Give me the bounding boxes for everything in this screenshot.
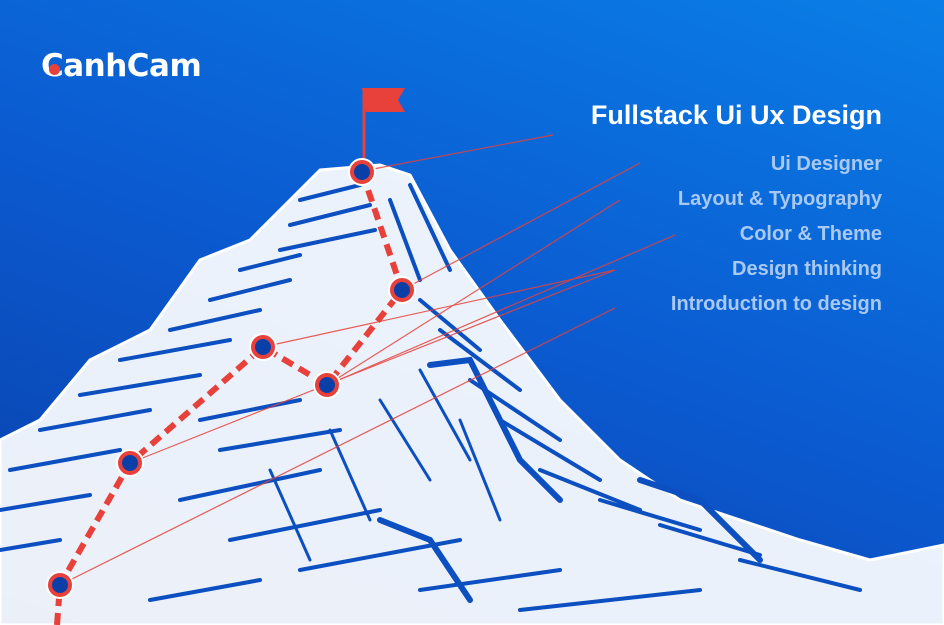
step-item: Layout & Typography	[677, 188, 882, 210]
course-steps: Ui Designer Layout & Typography Color & …	[671, 152, 882, 327]
brand-logo: CanhCam	[41, 48, 202, 84]
step-item: Ui Designer	[770, 153, 882, 175]
connector-lines	[59, 134, 676, 586]
logo-dot	[49, 64, 60, 75]
waypoints	[46, 158, 416, 599]
mountain-hatching	[0, 183, 862, 612]
flag-icon	[362, 88, 405, 168]
step-item: Design thinking	[732, 258, 882, 280]
logo-text: CanhCam	[41, 48, 202, 84]
course-title: Fullstack Ui Ux Design	[590, 100, 882, 130]
step-item: Color & Theme	[739, 223, 882, 245]
step-item: Introduction to design	[670, 293, 882, 315]
